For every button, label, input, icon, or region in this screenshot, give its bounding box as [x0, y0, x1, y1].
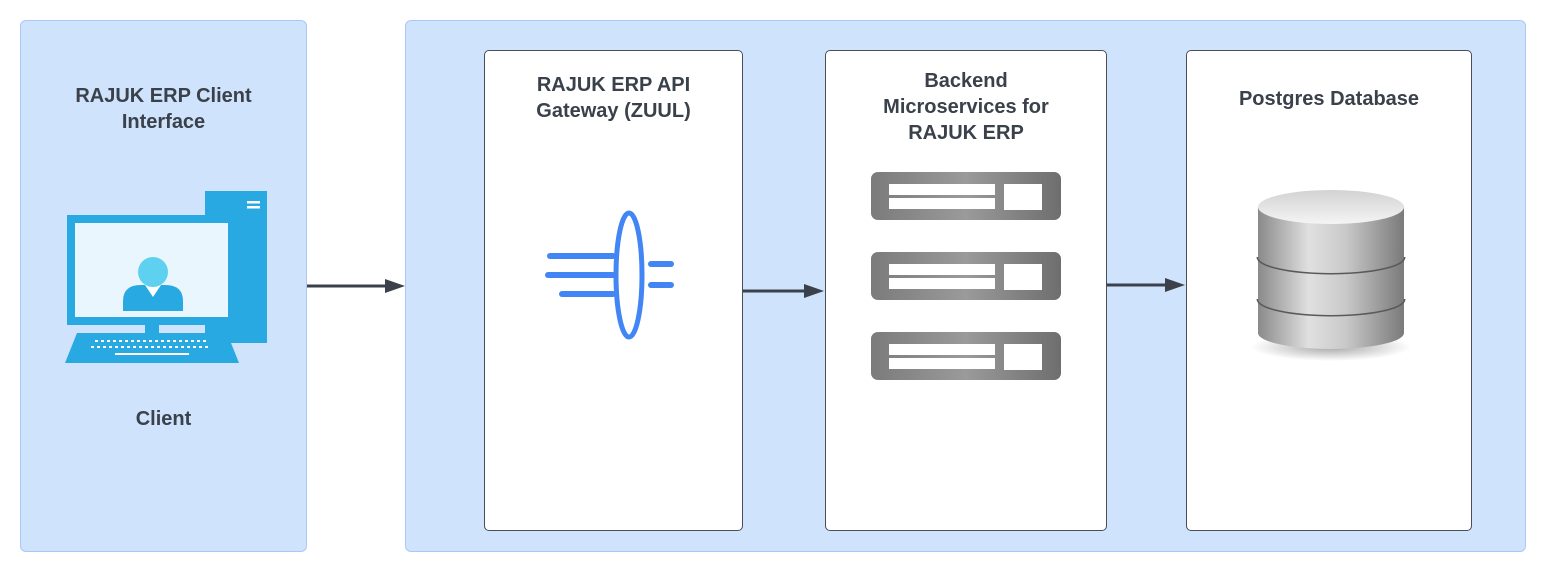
database-cylinder-icon	[1251, 190, 1411, 361]
api-gateway-card: RAJUK ERP API Gateway (ZUUL)	[484, 50, 743, 531]
client-interface-panel: RAJUK ERP Client Interface	[20, 20, 307, 552]
server-unit-icon	[871, 332, 1061, 380]
client-computer-icon	[65, 191, 267, 363]
arrow-client-to-gateway	[307, 279, 405, 293]
client-interface-title-line-1: RAJUK ERP Client	[75, 85, 252, 107]
client-interface-title-line-2: Interface	[121, 111, 206, 133]
arrow-backend-to-database	[1107, 278, 1185, 292]
backend-server-stack	[871, 172, 1061, 380]
api-gateway-icon	[545, 210, 674, 340]
client-interface-title: RAJUK ERP Client Interface	[21, 83, 306, 135]
api-gateway-title-line-2: Gateway (ZUUL)	[536, 100, 691, 122]
postgres-database-card: Postgres Database	[1186, 50, 1472, 531]
backend-title-line-1: Backend	[924, 70, 1008, 92]
user-avatar-icon	[123, 257, 183, 311]
backend-title-line-3: RAJUK ERP	[908, 122, 1024, 144]
backend-title-line-2: Microservices for	[883, 96, 1049, 118]
api-gateway-title: RAJUK ERP API Gateway (ZUUL)	[485, 72, 742, 124]
server-unit-icon	[871, 172, 1061, 220]
postgres-database-title: Postgres Database	[1187, 86, 1471, 112]
backend-microservices-title: Backend Microservices for RAJUK ERP	[826, 68, 1106, 146]
api-gateway-title-line-1: RAJUK ERP API	[536, 74, 691, 96]
arrow-gateway-to-backend	[743, 284, 824, 298]
backend-microservices-card: Backend Microservices for RAJUK ERP	[825, 50, 1107, 531]
server-unit-icon	[871, 252, 1061, 300]
client-label: Client	[135, 408, 192, 430]
postgres-database-title-line-1: Postgres Database	[1238, 88, 1420, 110]
